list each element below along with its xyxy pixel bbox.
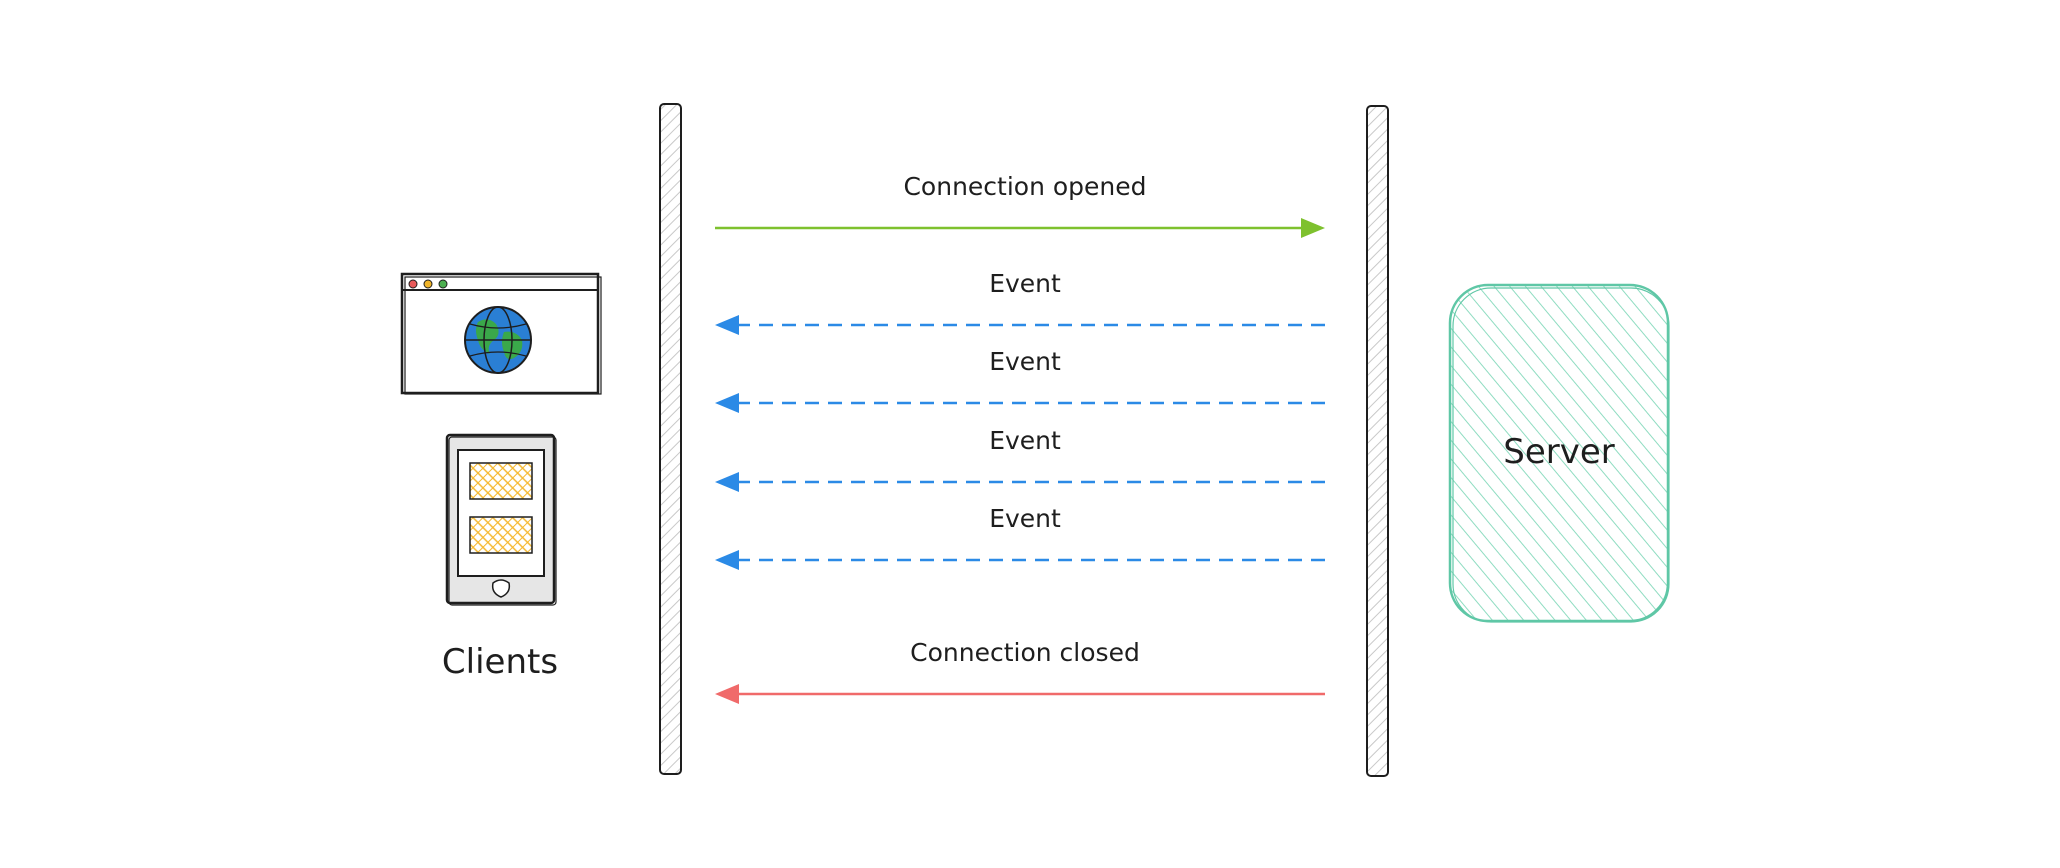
server-node bbox=[1448, 283, 1670, 623]
connection-closed-arrow: Connection closed bbox=[715, 638, 1325, 704]
window-dot-green-icon bbox=[438, 279, 448, 289]
event-label: Event bbox=[989, 269, 1061, 298]
clients-label: Clients bbox=[442, 642, 558, 682]
client-lifeline bbox=[659, 103, 682, 775]
window-dot-yellow-icon bbox=[423, 279, 433, 289]
server-lifeline bbox=[1366, 105, 1389, 777]
connection-opened-arrow: Connection opened bbox=[715, 172, 1325, 238]
window-dot-red-icon bbox=[408, 279, 418, 289]
tablet-card-top bbox=[469, 462, 533, 500]
connection-opened-label: Connection opened bbox=[903, 172, 1146, 201]
tablet-client-icon bbox=[445, 433, 557, 606]
event-arrow: Event bbox=[715, 504, 1325, 570]
event-arrow: Event bbox=[715, 426, 1325, 492]
globe-icon bbox=[464, 306, 532, 374]
event-label: Event bbox=[989, 504, 1061, 533]
server-label: Server bbox=[1503, 432, 1615, 472]
event-arrow: Event bbox=[715, 269, 1325, 335]
event-arrow: Event bbox=[715, 347, 1325, 413]
event-label: Event bbox=[989, 347, 1061, 376]
tablet-card-bottom bbox=[469, 516, 533, 554]
browser-client-icon bbox=[400, 272, 602, 395]
connection-closed-label: Connection closed bbox=[910, 638, 1140, 667]
event-label: Event bbox=[989, 426, 1061, 455]
